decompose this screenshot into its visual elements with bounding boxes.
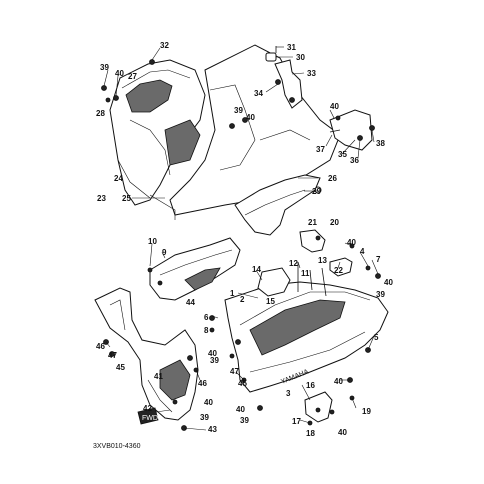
callout-43: 43: [208, 425, 217, 434]
callout-45: 45: [116, 363, 125, 372]
callout-41: 41: [154, 372, 163, 381]
callout-33: 33: [307, 69, 316, 78]
callout-39: 39: [240, 416, 249, 425]
callout-40: 40: [204, 398, 213, 407]
inner-panel-upper: [109, 59, 206, 206]
rod-stays: [257, 262, 327, 297]
callout-35: 35: [338, 150, 347, 159]
callout-27: 27: [128, 72, 137, 81]
mount-bracket: [299, 229, 381, 279]
callout-12: 12: [289, 259, 298, 268]
callout-15: 15: [266, 297, 275, 306]
callout-40: 40: [384, 278, 393, 287]
fwd-stamp: FWD: [137, 407, 159, 425]
callout-46: 46: [198, 379, 207, 388]
callout-21: 21: [308, 218, 317, 227]
callout-4: 4: [360, 247, 365, 256]
callout-46: 46: [96, 342, 105, 351]
callout-8: 8: [204, 326, 209, 335]
callout-17: 17: [292, 417, 301, 426]
callout-40: 40: [208, 349, 217, 358]
callout-39: 39: [200, 413, 209, 422]
callout-16: 16: [306, 381, 315, 390]
callout-11: 11: [301, 269, 310, 278]
callout-39: 39: [100, 63, 109, 72]
callout-7: 7: [376, 255, 381, 264]
callout-40: 40: [334, 377, 343, 386]
lower-bracket-right: [304, 347, 371, 426]
svg-text:FWD: FWD: [142, 415, 158, 422]
callout-40: 40: [330, 102, 339, 111]
callout-25: 25: [122, 194, 131, 203]
callout-18: 18: [306, 429, 315, 438]
diagram-code: 3XVB010-4360: [93, 443, 141, 450]
callout-30: 30: [296, 53, 305, 62]
callout-20: 20: [330, 218, 339, 227]
side-bracket: [329, 109, 375, 151]
inner-duct-lower: [147, 237, 241, 301]
callout-31: 31: [287, 43, 296, 52]
stay-assembly: [265, 46, 303, 109]
side-panel: [94, 287, 199, 421]
callout-23: 23: [97, 194, 106, 203]
leader-lines: [103, 46, 379, 431]
callout-40: 40: [246, 113, 255, 122]
callout-19: 19: [362, 407, 371, 416]
callout-47: 47: [230, 367, 239, 376]
callout-40: 40: [115, 69, 124, 78]
callout-39: 39: [234, 106, 243, 115]
callout-40: 40: [338, 428, 347, 437]
callout-24: 24: [114, 174, 123, 183]
callout-9: 9: [162, 248, 167, 257]
callout-44: 44: [186, 298, 195, 307]
callout-22: 22: [334, 266, 343, 275]
callout-3: 3: [286, 389, 291, 398]
callout-32: 32: [160, 41, 169, 50]
callout-28: 28: [96, 109, 105, 118]
callout-42: 42: [143, 404, 152, 413]
callout-1: 1: [230, 289, 235, 298]
callout-29: 29: [312, 187, 321, 196]
callout-37: 37: [316, 145, 325, 154]
callout-38: 38: [376, 139, 385, 148]
callout-36: 36: [350, 156, 359, 165]
callout-45: 45: [238, 379, 247, 388]
callout-labels: 32 31 30 33 34 39 40 27 28 39 40 40 37 3…: [96, 41, 393, 438]
callout-10: 10: [148, 237, 157, 246]
callout-40: 40: [236, 405, 245, 414]
callout-39: 39: [376, 290, 385, 299]
duct-part: [234, 174, 322, 236]
callout-5: 5: [374, 333, 379, 342]
callout-47: 47: [108, 351, 117, 360]
callout-14: 14: [252, 265, 261, 274]
upper-fasteners: [101, 59, 341, 129]
callout-39: 39: [210, 356, 219, 365]
callout-13: 13: [318, 256, 327, 265]
callout-34: 34: [254, 89, 263, 98]
callout-2: 2: [240, 295, 245, 304]
callout-6: 6: [204, 313, 209, 322]
callout-26: 26: [328, 174, 337, 183]
callout-40: 40: [347, 238, 356, 247]
lower-cowling: YAMAHA: [224, 281, 389, 393]
